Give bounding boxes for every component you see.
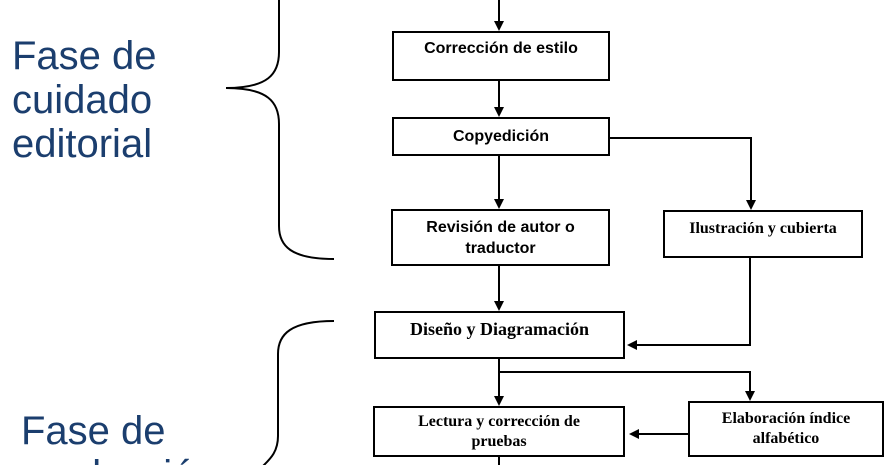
flow-box-ilustracion-y-cubierta: Ilustración y cubierta <box>663 210 863 258</box>
flow-box-label: Diseño y Diagramación <box>410 319 589 339</box>
flow-box-label: Revisión de autor o traductor <box>426 218 575 257</box>
flow-box-label: Copyedición <box>452 128 549 145</box>
flow-box-label: Elaboración índice alfabético <box>721 410 851 447</box>
phase-label-editorial: Fase de cuidado editorial <box>12 34 157 166</box>
flow-box-label: Ilustración y cubierta <box>689 220 837 237</box>
arrow-copyedicion-to-ilustracion <box>610 137 756 210</box>
phase-label-produccion: Fase de producción <box>21 409 217 465</box>
arrow-diseno-to-elaboracion <box>499 371 755 401</box>
flow-box-diseno-y-diagramacion: Diseño y Diagramación <box>374 311 625 359</box>
flow-box-label: Lectura y corrección de pruebas <box>418 412 580 450</box>
brace-produccion-phase <box>262 320 335 465</box>
arrow-diseno-to-lectura <box>494 358 504 406</box>
arrow-top-to-correccion <box>494 0 504 31</box>
arrow-copyedicion-to-revision <box>494 156 504 209</box>
flow-box-lectura-correccion-pruebas: Lectura y corrección de pruebas <box>373 406 625 457</box>
arrow-revision-to-diseno <box>494 266 504 311</box>
flow-box-copyedicion: Copyedición <box>392 117 610 156</box>
flow-box-label: Corrección de estilo <box>424 40 578 57</box>
arrow-ilustracion-to-diseno <box>627 258 751 350</box>
brace-editorial-phase <box>225 0 335 260</box>
flow-box-correccion-de-estilo: Corrección de estilo <box>392 31 610 81</box>
flow-box-revision-autor-traductor: Revisión de autor o traductor <box>391 209 610 266</box>
flow-box-elaboracion-indice-alfabetico: Elaboración índice alfabético <box>688 401 884 457</box>
arrow-correccion-to-copyedicion <box>494 81 504 117</box>
arrow-elaboracion-to-lectura <box>629 429 688 439</box>
